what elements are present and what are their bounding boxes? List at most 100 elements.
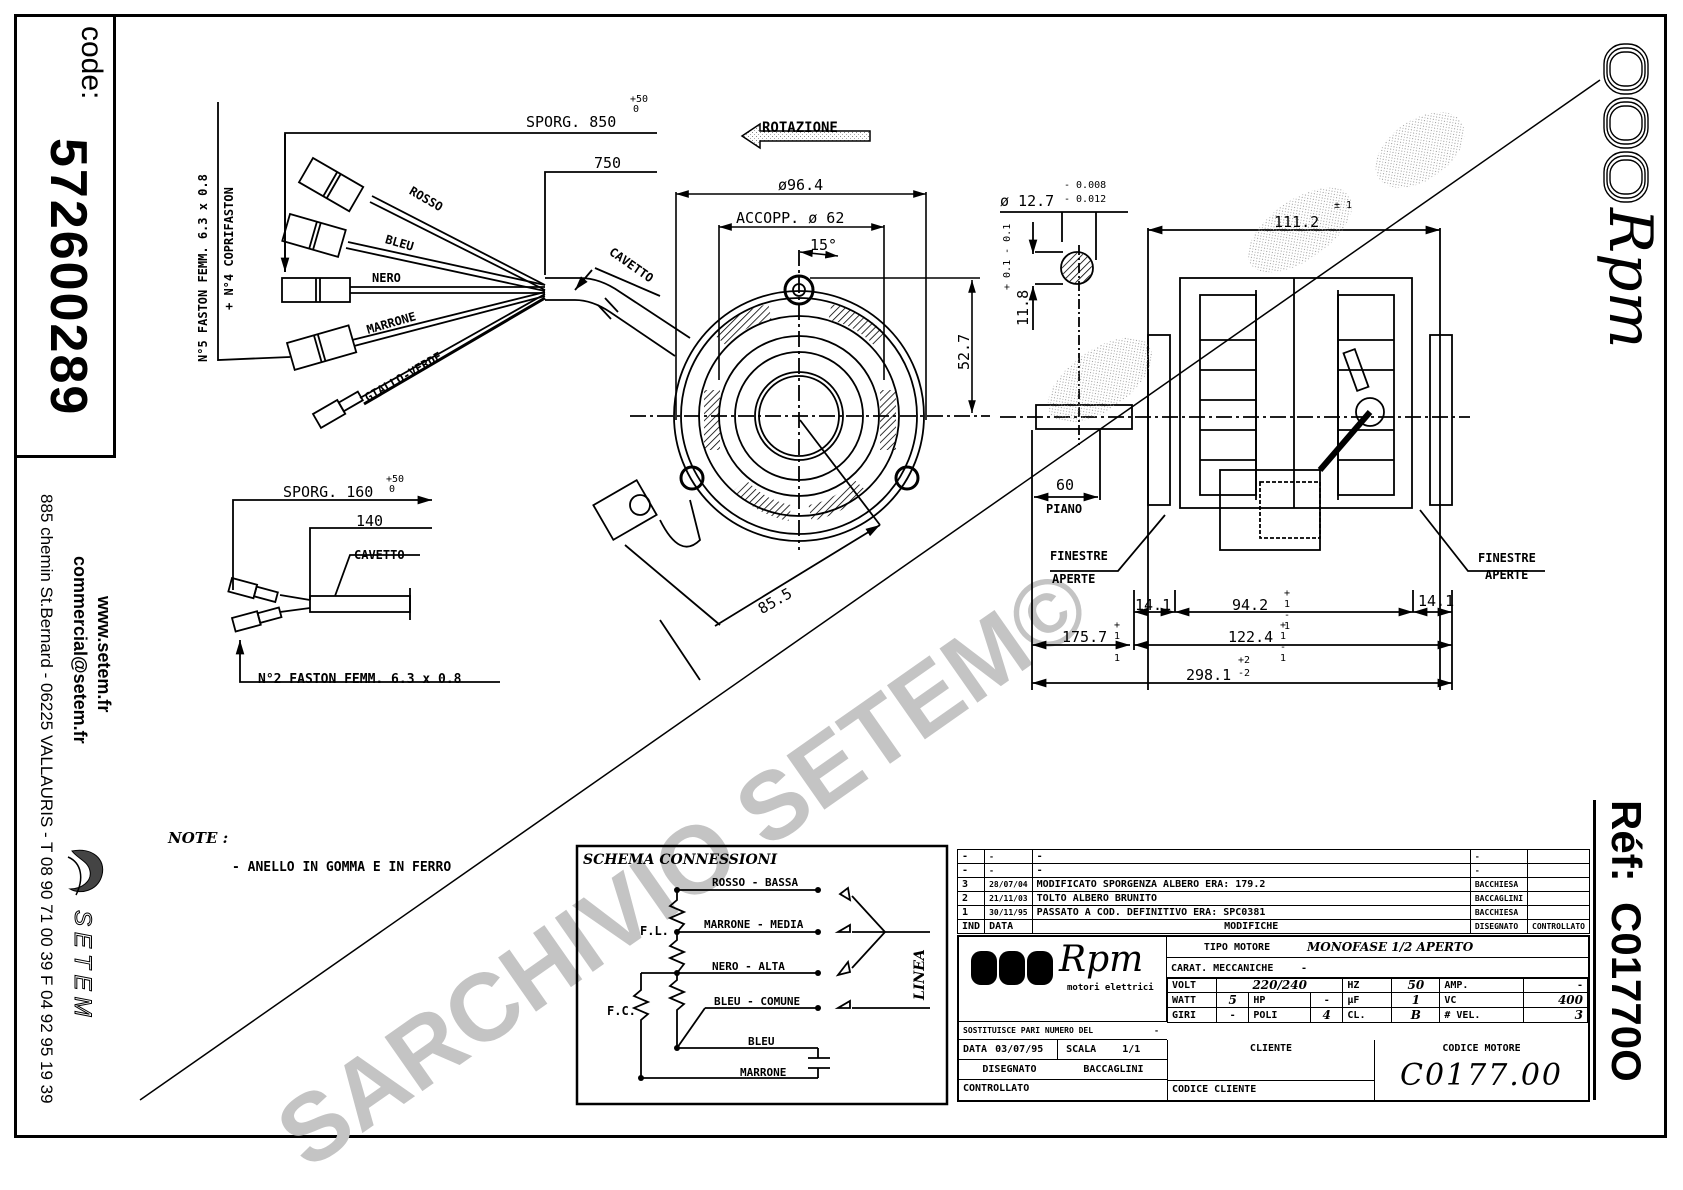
shaft-tol-2: - 0.012 <box>1064 194 1107 205</box>
revision-ind: - <box>956 849 986 864</box>
sostituisce-row: SOSTITUISCE PARI NUMERO DEL - <box>959 1022 1167 1040</box>
sporg-160-tol-plus: +50 <box>386 474 405 485</box>
schema-line-marrone-media: MARRONE - MEDIA <box>704 918 804 931</box>
tipo-motore-label: TIPO MOTORE <box>1203 941 1271 953</box>
rev-header-data: DATA <box>984 919 1033 934</box>
length-750: 750 <box>594 154 622 172</box>
rev-header-ind: IND <box>956 919 986 934</box>
amp-label: AMP. <box>1439 977 1525 993</box>
hp-label: HP <box>1248 992 1312 1008</box>
revision-con <box>1527 891 1590 906</box>
revision-con <box>1527 877 1590 892</box>
revision-row: ---- <box>956 849 1590 864</box>
ref-underline <box>1593 800 1596 1100</box>
schema-line-marrone: MARRONE <box>740 1066 787 1079</box>
uf-value: 1 <box>1391 992 1441 1008</box>
revision-mod: - <box>1031 863 1471 878</box>
dim-122-4: 122.4 <box>1228 628 1274 646</box>
capacitor-cavetto-label: CAVETTO <box>354 548 405 562</box>
shaft-flat: 11.8 <box>1014 289 1032 326</box>
code-box <box>14 14 116 458</box>
hp-value: - <box>1310 992 1344 1008</box>
revision-dis: BACCHIESA <box>1469 877 1529 892</box>
revision-ind: 3 <box>956 877 986 892</box>
finestre-right-2: APERTE <box>1485 568 1529 582</box>
giri-value: - <box>1215 1007 1250 1023</box>
piano-label: PIANO <box>1046 502 1083 516</box>
sporg-850-tol-plus: +50 <box>630 94 649 105</box>
schema-title: SCHEMA CONNESSIONI <box>583 852 777 868</box>
cliente-area: CLIENTE CODICE CLIENTE <box>1167 1040 1375 1100</box>
flat-length-60: 60 <box>1056 476 1075 494</box>
revision-ind: - <box>956 863 986 878</box>
dim-298-1-tol-plus: +2 <box>1238 655 1251 666</box>
sporg-160-tol-minus: 0 <box>389 484 396 495</box>
rev-header-mod: MODIFICHE <box>1031 919 1471 934</box>
faston-2-note: N°2 FASTON FEMM. 6.3 x 0.8 <box>258 672 462 687</box>
tipo-motore-value: MONOFASE 1/2 APERTO <box>1307 940 1474 954</box>
data-scala-row: DATA 03/07/95 SCALA 1/1 <box>959 1040 1167 1060</box>
revision-dis: BACCHIESA <box>1469 905 1529 920</box>
revision-mod: MODIFICATO SPORGENZA ALBERO ERA: 179.2 <box>1031 877 1471 892</box>
coupling-62: ACCOPP. ø 62 <box>736 209 845 227</box>
schema-linea-label: LINEA <box>912 949 928 1000</box>
sporg-850-tol-minus: 0 <box>633 104 640 115</box>
motor-front-view <box>592 250 990 681</box>
disegnato-value: BACCAGLINI <box>1083 1064 1144 1075</box>
shaft-flat-tol: + 0.1 - 0.1 <box>1002 223 1013 290</box>
revision-data: 30/11/95 <box>984 905 1033 920</box>
specs-table: VOLT 220/240 HZ 50 AMP. - WATT 5 HP - µF… <box>1167 977 1588 1023</box>
data-label: DATA <box>963 1044 988 1055</box>
schema-line-rosso-bassa: ROSSO - BASSA <box>712 876 799 889</box>
rpm-block-subtitle: motori elettrici <box>1067 983 1154 993</box>
poli-value: 4 <box>1310 1007 1344 1023</box>
hz-label: HZ <box>1342 977 1393 993</box>
rotation-arrow <box>740 122 871 150</box>
rotation-label: ROTAZIONE <box>762 120 838 136</box>
angle-15: 15° <box>810 236 838 254</box>
dim-175-7-tol: + 1 - 1 <box>1114 620 1121 664</box>
revision-ind: 1 <box>956 905 986 920</box>
schema-nodes <box>638 887 821 1081</box>
schema-box <box>575 844 949 1106</box>
motor-side-view <box>1000 211 1545 690</box>
title-logo-area: Rpm motori elettrici <box>959 937 1167 1022</box>
dim-122-4-tol: + 1 - 1 <box>1280 620 1287 664</box>
sporg-160-label: SPORG. 160 <box>283 483 374 501</box>
codice-cliente-label: CODICE CLIENTE <box>1168 1080 1374 1098</box>
revision-mod: TOLTO ALBERO BRUNITO <box>1031 891 1471 906</box>
cliente-label: CLIENTE <box>1249 1043 1293 1054</box>
capacitor-lead <box>227 495 500 683</box>
setem-logo-icon <box>62 845 112 905</box>
carat-label: CARAT. MECCANICHE <box>1171 962 1274 974</box>
vc-value: 400 <box>1523 992 1588 1008</box>
rev-header-dis: DISEGNATO <box>1469 919 1529 934</box>
rpm-block-logo-text: Rpm <box>1059 939 1144 980</box>
nvel-label: # VEL. <box>1439 1007 1525 1023</box>
revision-dis: - <box>1469 863 1529 878</box>
dim-298-1: 298.1 <box>1186 666 1232 684</box>
dim-94-2-tol: + 1 - 1 <box>1284 588 1291 632</box>
revision-con <box>1527 863 1590 878</box>
finestre-left-2: APERTE <box>1052 572 1096 586</box>
shaft-tol-1: - 0.008 <box>1064 180 1107 191</box>
volt-label: VOLT <box>1167 977 1217 993</box>
revision-data: - <box>984 863 1033 878</box>
giri-label: GIRI <box>1167 1007 1217 1023</box>
revision-data: - <box>984 849 1033 864</box>
finestre-right-1: FINESTRE <box>1478 551 1536 565</box>
schema-line-nero-alta: NERO - ALTA <box>712 960 785 973</box>
revision-mod: - <box>1031 849 1471 864</box>
front-view-dimensions <box>675 190 980 420</box>
disegnato-row: DISEGNATO BACCAGLINI <box>959 1060 1167 1080</box>
overall-111-2: 111.2 <box>1274 213 1320 231</box>
rpm-logo-icon <box>1596 40 1658 210</box>
height-52-7: 52.7 <box>955 333 973 370</box>
rev-header-con: CONTROLLATO <box>1527 919 1590 934</box>
schema-fl-label: F.L. <box>640 924 669 938</box>
specs-grid: TIPO MOTORE MONOFASE 1/2 APERTO CARAT. M… <box>1167 937 1588 979</box>
schema-line-bleu-comune: BLEU - COMUNE <box>714 995 801 1008</box>
poli-label: POLI <box>1248 1007 1312 1023</box>
data-value: 03/07/95 <box>987 1040 1059 1059</box>
